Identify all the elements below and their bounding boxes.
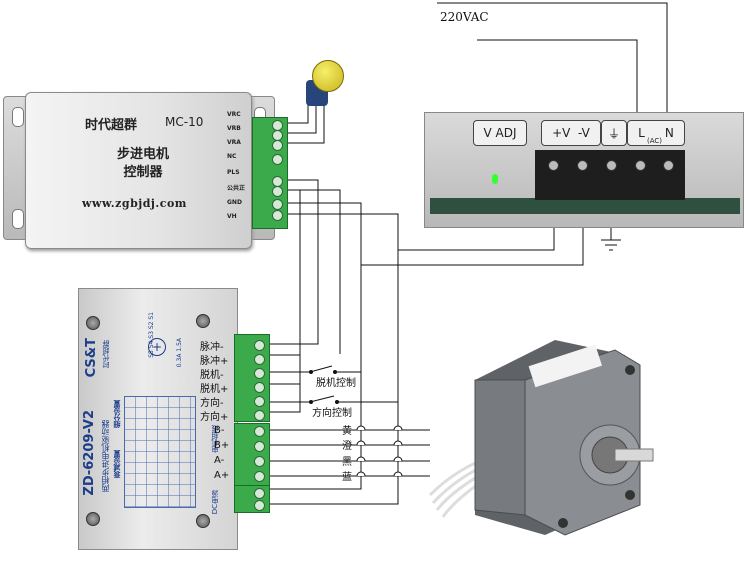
terminal-screw xyxy=(254,456,265,467)
voltage-label: 220VAC xyxy=(440,10,489,24)
dc-power-label: DC电源 xyxy=(211,490,219,515)
controller-name-line1: 步进电机 xyxy=(116,147,169,162)
terminal-screw xyxy=(272,210,283,221)
controller-name: 步进电机 控制器 xyxy=(98,146,188,182)
offline-control-label: 脱机控制 xyxy=(316,378,356,389)
terminal-b-minus: B- xyxy=(214,425,225,436)
ps-label-vplus: +V xyxy=(552,126,571,140)
ps-screw xyxy=(635,160,646,171)
terminal-screw xyxy=(254,368,265,379)
ps-led xyxy=(492,174,498,184)
pin-label-nc: NC xyxy=(227,153,237,160)
terminal-screw xyxy=(254,354,265,365)
controller-url: www.zgbjdj.com xyxy=(82,197,187,210)
wire-color-black: 黑 xyxy=(342,457,352,468)
ps-label-ac: L N xyxy=(627,120,685,146)
pin-label-pls: PLS xyxy=(227,169,240,176)
ps-label-l: L xyxy=(638,126,645,140)
terminal-screw xyxy=(254,441,265,452)
pin-label-vh: VH xyxy=(227,213,237,220)
terminal-screw xyxy=(254,488,265,499)
ps-label-n: N xyxy=(664,126,674,140)
terminal-offline-plus: 脱机+ xyxy=(200,384,229,395)
stepper-motor xyxy=(428,340,654,536)
potentiometer-knob[interactable] xyxy=(312,60,344,92)
dip-switch-header: S5 S4 S3 S2 S1 xyxy=(148,312,155,358)
terminal-screw xyxy=(254,382,265,393)
pin-label-vrc: VRC xyxy=(227,111,241,118)
terminal-a-minus: A- xyxy=(214,455,225,466)
terminal-screw xyxy=(254,410,265,421)
controller-model: MC-10 xyxy=(165,115,204,129)
terminal-screw xyxy=(254,426,265,437)
controller-brand: 时代超群 xyxy=(85,118,138,133)
terminal-b-plus: B+ xyxy=(214,440,230,451)
dip-switch-table xyxy=(124,396,196,508)
ps-ac-label: (AC) xyxy=(647,137,663,145)
driver-description: 两相步进电机驱动器 xyxy=(101,420,110,492)
mount-hole xyxy=(12,209,24,229)
mains-wire-n xyxy=(437,2,668,128)
ps-screw xyxy=(577,160,588,171)
driver-screw xyxy=(86,512,100,526)
ps-screw xyxy=(663,160,674,171)
wire-color-yellow: 黄 xyxy=(342,426,352,437)
terminal-pulse-minus: 脉冲- xyxy=(200,342,224,353)
driver-screw xyxy=(196,314,210,328)
terminal-a-plus: A+ xyxy=(214,470,230,481)
subdivision-title: 细分设置 xyxy=(113,400,121,428)
ps-screw xyxy=(548,160,559,171)
ps-label-vadj: V ADJ xyxy=(473,120,527,146)
terminal-screw xyxy=(254,471,265,482)
ps-label-vminus: -V xyxy=(578,126,590,140)
driver-power-terminals xyxy=(234,485,270,513)
current-adjust-dial[interactable]: + xyxy=(148,338,166,356)
terminal-screw xyxy=(272,140,283,151)
terminal-screw xyxy=(254,340,265,351)
ground-symbol xyxy=(601,239,621,251)
driver-screw xyxy=(86,316,100,330)
pin-label-vrb: VRB xyxy=(227,125,241,132)
terminal-screw xyxy=(254,396,265,407)
terminal-screw xyxy=(272,154,283,165)
terminal-pulse-plus: 脉冲+ xyxy=(200,356,229,367)
terminal-screw xyxy=(272,186,283,197)
ps-screw xyxy=(606,160,617,171)
mount-hole xyxy=(12,107,24,127)
driver-screw xyxy=(196,514,210,528)
ps-pcb xyxy=(430,198,740,214)
pin-label-gnd: GND xyxy=(227,199,242,206)
driver-logo-sub: 时代超群 xyxy=(102,340,110,368)
ps-label-voltage: +V -V xyxy=(541,120,601,146)
wire-color-blue: 蓝 xyxy=(342,472,352,483)
terminal-dir-plus: 方向+ xyxy=(200,412,229,423)
terminal-dir-minus: 方向- xyxy=(200,398,224,409)
ps-terminal-strip xyxy=(535,150,685,200)
wire-color-orange: 澄 xyxy=(342,441,352,452)
pin-label-vra: VRA xyxy=(227,139,241,146)
ps-label-ground: ⏚ xyxy=(601,120,627,146)
controller-body xyxy=(25,92,252,249)
pin-label-common: 公共正 xyxy=(227,185,246,192)
driver-model: ZD-6209-V2 xyxy=(82,410,97,496)
direction-control-label: 方向控制 xyxy=(312,408,352,419)
decay-title: 衰减设置 xyxy=(113,450,121,478)
mains-wire-l xyxy=(477,39,638,128)
terminal-screw xyxy=(254,500,265,511)
controller-name-line2: 控制器 xyxy=(123,165,163,180)
terminal-offline-minus: 脱机- xyxy=(200,370,224,381)
terminal-screw xyxy=(272,199,283,210)
current-label: 0.3A 1.5A xyxy=(176,338,183,368)
driver-logo: CS&T xyxy=(84,338,99,378)
